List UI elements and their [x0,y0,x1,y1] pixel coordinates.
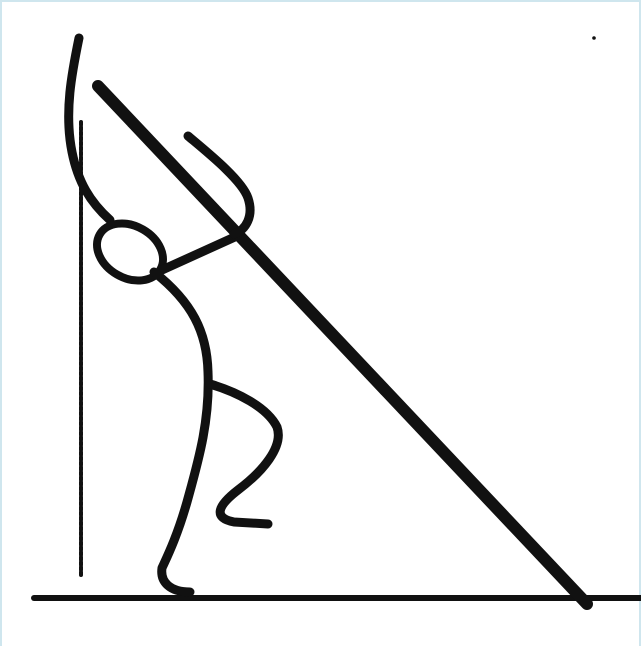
leaning-pole [98,86,587,604]
figure-body [154,272,208,592]
figure-front-leg [210,384,278,524]
wall-curve [69,38,110,220]
stray-mark [592,36,596,40]
figure-arm [162,236,237,270]
